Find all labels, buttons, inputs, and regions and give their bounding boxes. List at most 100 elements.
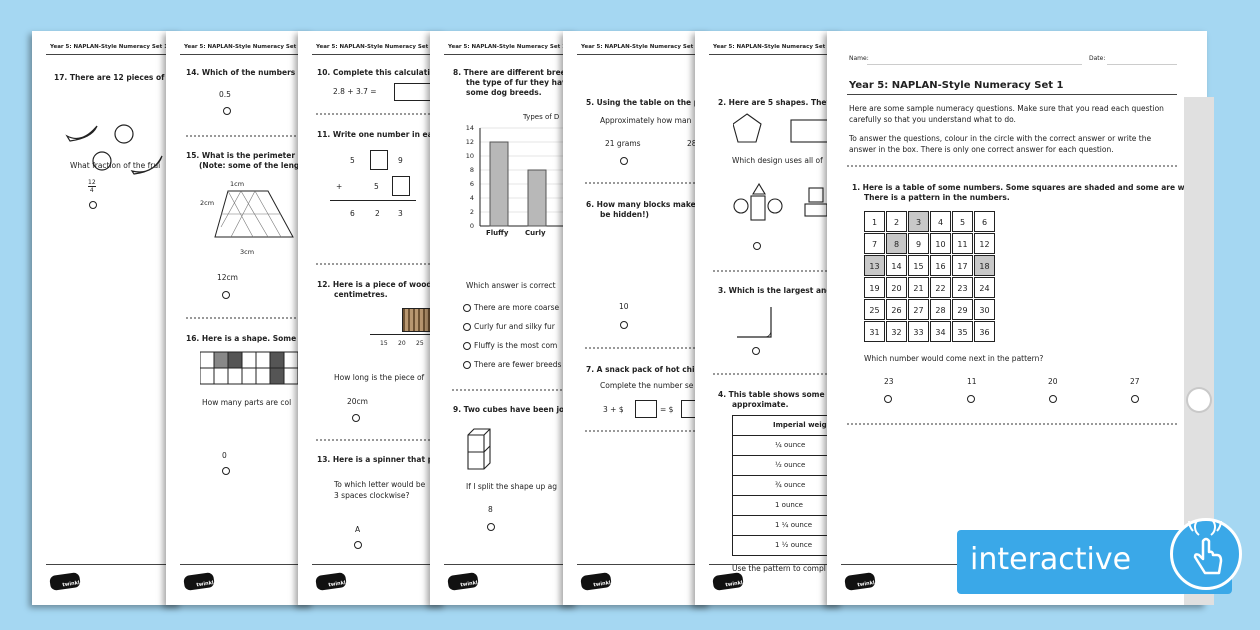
answer-option: 11 — [967, 377, 977, 386]
header-rule — [577, 54, 711, 55]
answer-radio[interactable] — [884, 395, 892, 403]
intro-text: answer in the box. There is only one cor… — [849, 145, 1114, 154]
answer-radio[interactable] — [352, 414, 360, 422]
date-label: Date: — [1089, 55, 1106, 62]
grid-cell: 19 — [864, 277, 885, 298]
question-7: 7. A snack pack of hot chip — [586, 365, 700, 374]
name-field[interactable] — [867, 64, 1082, 65]
answer-radio[interactable] — [1049, 395, 1057, 403]
page-header: Year 5: NAPLAN-Style Numeracy Set 1 — [50, 44, 168, 50]
logo-text: twinkl — [196, 580, 215, 589]
logo-text: twinkl — [593, 580, 612, 589]
option-radio[interactable] — [463, 342, 471, 350]
question-8-prompt: Which answer is correct — [466, 281, 556, 290]
answer-radio[interactable] — [354, 541, 362, 549]
divider — [585, 430, 711, 432]
question-4-line2: approximate. — [732, 400, 789, 409]
answer-option: A — [355, 525, 361, 534]
digit-box[interactable] — [370, 150, 388, 170]
digit-box[interactable] — [392, 176, 410, 196]
question-15: 15. What is the perimeter of — [186, 151, 307, 160]
header-rule — [444, 54, 578, 55]
y-tick-label: 2 — [469, 208, 474, 216]
header-rule — [312, 54, 446, 55]
grid-cell: 33 — [908, 321, 929, 342]
touch-hand-icon[interactable] — [1170, 503, 1242, 590]
y-tick-label: 8 — [469, 166, 474, 174]
question-15-note: (Note: some of the length — [199, 161, 309, 170]
answer-radio[interactable] — [620, 157, 628, 165]
answer-box[interactable] — [635, 400, 657, 418]
y-tick-label: 12 — [465, 138, 474, 146]
footer-rule — [180, 564, 314, 565]
answer-radio[interactable] — [620, 321, 628, 329]
bar-fluffy — [489, 141, 509, 227]
answer-radio[interactable] — [89, 201, 97, 209]
trapezium-diagram — [214, 190, 294, 238]
answer-option: 28 — [687, 139, 697, 148]
grid-cell: 20 — [886, 277, 907, 298]
digit: 2 — [375, 209, 380, 218]
divider — [316, 263, 446, 265]
answer-radio[interactable] — [487, 523, 495, 531]
grid-cell: 17 — [952, 255, 973, 276]
answer-option: 20cm — [347, 397, 368, 406]
grid-cell: 16 — [930, 255, 951, 276]
question-17-prompt: What fraction of the frui — [70, 161, 161, 170]
answer-radio[interactable] — [752, 347, 760, 355]
shaded-parts-shape — [200, 351, 313, 385]
digit: 5 — [350, 156, 355, 165]
grid-cell: 31 — [864, 321, 885, 342]
question-11: 11. Write one number in eac — [317, 130, 438, 139]
logo-text: twinkl — [62, 580, 81, 589]
length-label: 2cm — [200, 199, 215, 207]
date-field[interactable] — [1107, 64, 1177, 65]
answer-radio[interactable] — [223, 107, 231, 115]
number-sentence: 3 + $ — [603, 405, 624, 414]
answer-option: 8 — [488, 505, 493, 514]
answer-radio[interactable] — [1131, 395, 1139, 403]
grid-cell: 6 — [974, 211, 995, 232]
y-tick-label: 6 — [469, 180, 474, 188]
answer-radio[interactable] — [967, 395, 975, 403]
question-9: 9. Two cubes have been join — [453, 405, 573, 414]
answer-radio[interactable] — [753, 242, 761, 250]
question-2-prompt: Which design uses all of — [732, 156, 823, 165]
digit: 5 — [374, 182, 379, 191]
answer-radio[interactable] — [222, 467, 230, 475]
header-rule — [709, 54, 843, 55]
scroll-handle[interactable] — [1188, 389, 1210, 411]
answer-option: 23 — [884, 377, 894, 386]
table-row: 1 ½ ounce — [732, 535, 843, 556]
answer-option: 10 — [619, 302, 629, 311]
option-radio[interactable] — [463, 323, 471, 331]
divider — [316, 439, 446, 441]
twinkl-logo: twinkl — [183, 571, 215, 592]
question-2: 2. Here are 5 shapes. They c — [718, 98, 839, 107]
question-7-prompt: Complete the number se — [600, 381, 694, 390]
option-radio[interactable] — [463, 361, 471, 369]
pointer-hand-icon — [1188, 503, 1223, 575]
divider — [186, 317, 304, 319]
question-9-prompt: If I split the shape up ag — [466, 482, 557, 491]
grid-cell: 3 — [908, 211, 929, 232]
option-radio[interactable] — [463, 304, 471, 312]
answer-option: There are fewer breeds — [474, 360, 562, 369]
joined-cubes — [467, 428, 491, 470]
grid-cell: 1 — [864, 211, 885, 232]
y-tick-label: 10 — [465, 152, 474, 160]
digit: 6 — [350, 209, 355, 218]
grid-cell: 28 — [930, 299, 951, 320]
grid-cell: 32 — [886, 321, 907, 342]
question-16-prompt: How many parts are col — [202, 398, 292, 407]
question-8-line3: some dog breeds. — [466, 88, 542, 97]
intro-text: carefully so that you understand what to… — [849, 115, 1016, 124]
footer-rule — [312, 564, 446, 565]
divider — [186, 135, 304, 137]
answer-radio[interactable] — [222, 291, 230, 299]
divider — [847, 165, 1177, 167]
grid-cell: 4 — [930, 211, 951, 232]
grid-cell: 27 — [908, 299, 929, 320]
number-sentence-eq: = $ — [660, 405, 674, 414]
